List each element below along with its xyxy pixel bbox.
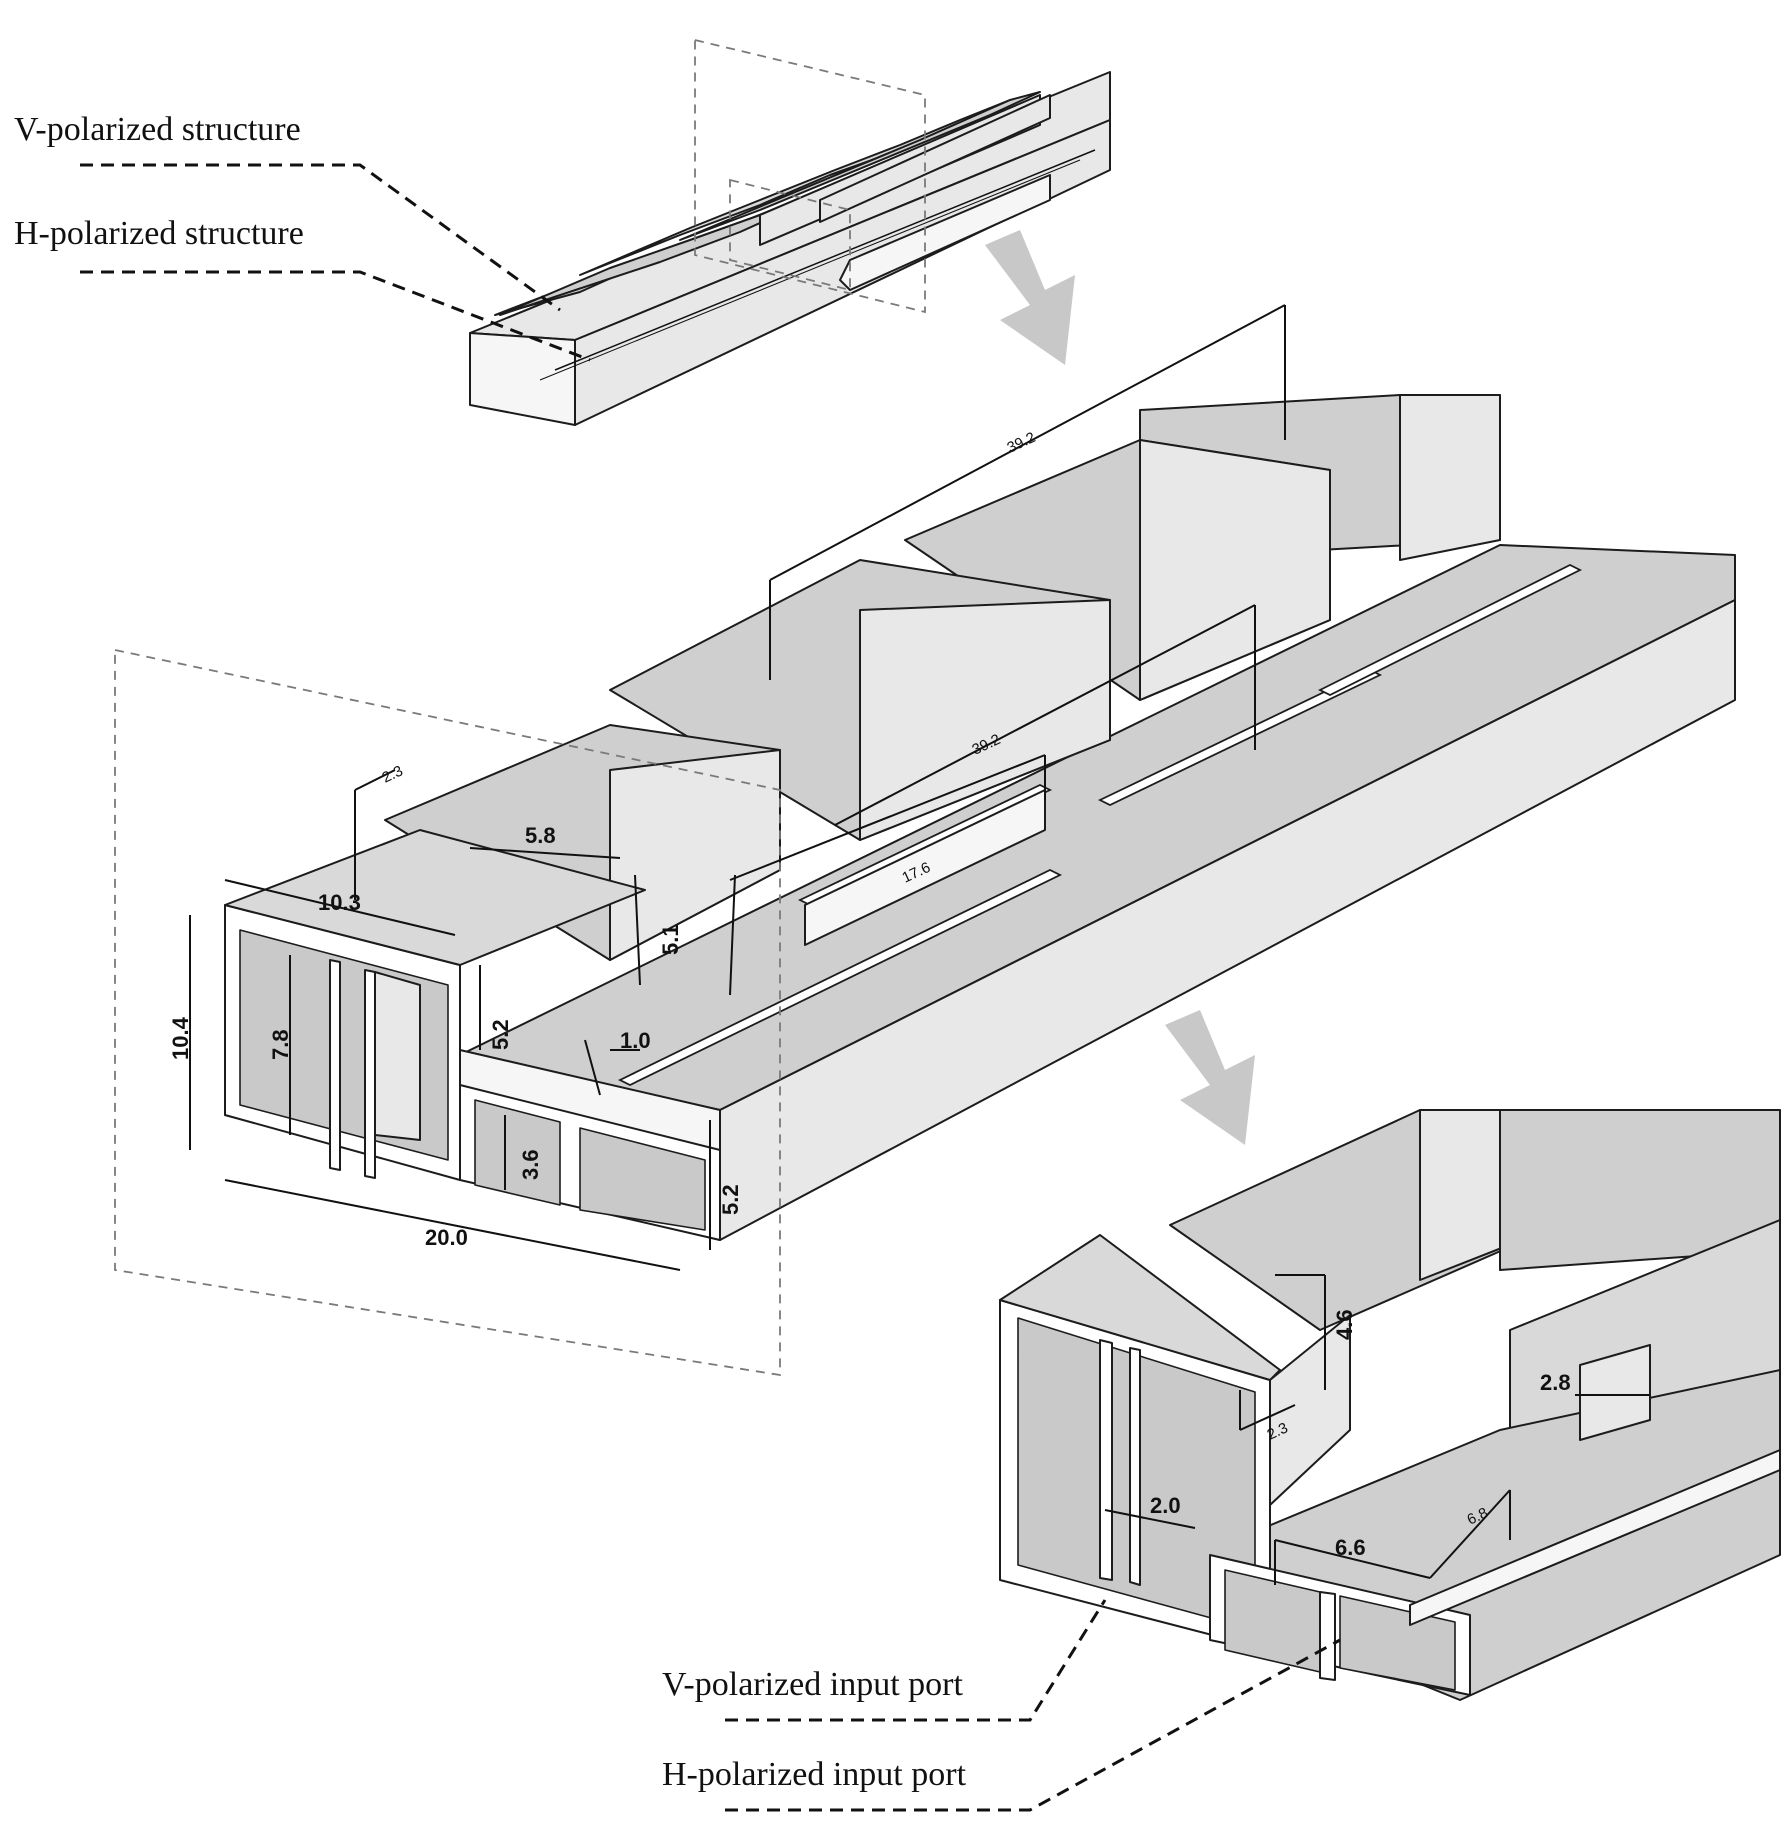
dim-top-height: 5.1 (658, 924, 683, 955)
down-arrow-icon (985, 230, 1075, 365)
dim-v-height: 10.4 (168, 1016, 193, 1060)
h-port-label: H-polarized input port (662, 1756, 967, 1793)
main-dimensions (189, 304, 1286, 1271)
v-structure-label: V-polarized structure (14, 111, 301, 148)
detail-model (999, 1109, 1781, 1701)
detail-dimensions (1104, 1274, 1650, 1585)
dim-h-height: 5.2 (718, 1184, 743, 1215)
dim-top-width: 5.8 (525, 823, 556, 848)
overview-model (469, 38, 1111, 426)
v-structure-leader (80, 163, 561, 312)
dim-detail-gap: 2.0 (1150, 1493, 1181, 1518)
dim-v-width: 10.3 (318, 890, 361, 915)
dim-v-inner-height: 7.8 (268, 1029, 293, 1060)
dim-detail-step: 2.8 (1540, 1370, 1571, 1395)
v-port-label: V-polarized input port (662, 1666, 963, 1703)
dim-detail-width: 6.6 (1335, 1535, 1366, 1560)
dim-detail-height: 4.6 (1332, 1309, 1357, 1340)
dim-top-notch: 2.3 (380, 762, 406, 786)
v-port-leader (725, 1599, 1107, 1722)
h-structure-leader (80, 270, 591, 362)
dim-h-inner-height: 3.6 (518, 1149, 543, 1180)
dim-base-width: 20.0 (425, 1225, 468, 1250)
down-arrow-icon (1165, 1010, 1255, 1145)
main-model (114, 394, 1736, 1377)
dim-v-step: 5.2 (488, 1019, 513, 1050)
dim-slot-width: 1.0 (620, 1028, 651, 1053)
h-structure-label: H-polarized structure (14, 215, 304, 252)
h-port-leader (725, 1638, 1341, 1812)
dim-total-length-top: 39.2 (1005, 429, 1039, 457)
